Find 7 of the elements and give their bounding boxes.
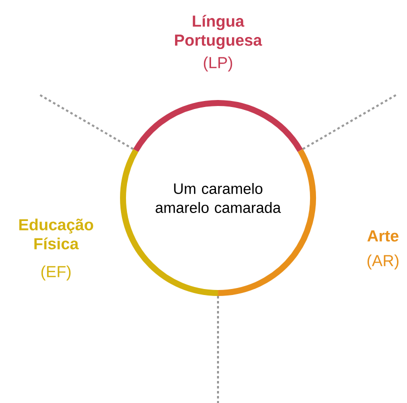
subject-label: Arte (367, 230, 398, 242)
subject-label: (EF) (41, 266, 71, 280)
subject-label: (LP) (204, 56, 232, 72)
circle-node: Um caramelo amarelo camarada (120, 100, 316, 296)
subject-label: (AR) (368, 254, 398, 270)
subject-label: Educação Física (19, 218, 94, 250)
subject-label: Língua Portuguesa (175, 14, 262, 50)
